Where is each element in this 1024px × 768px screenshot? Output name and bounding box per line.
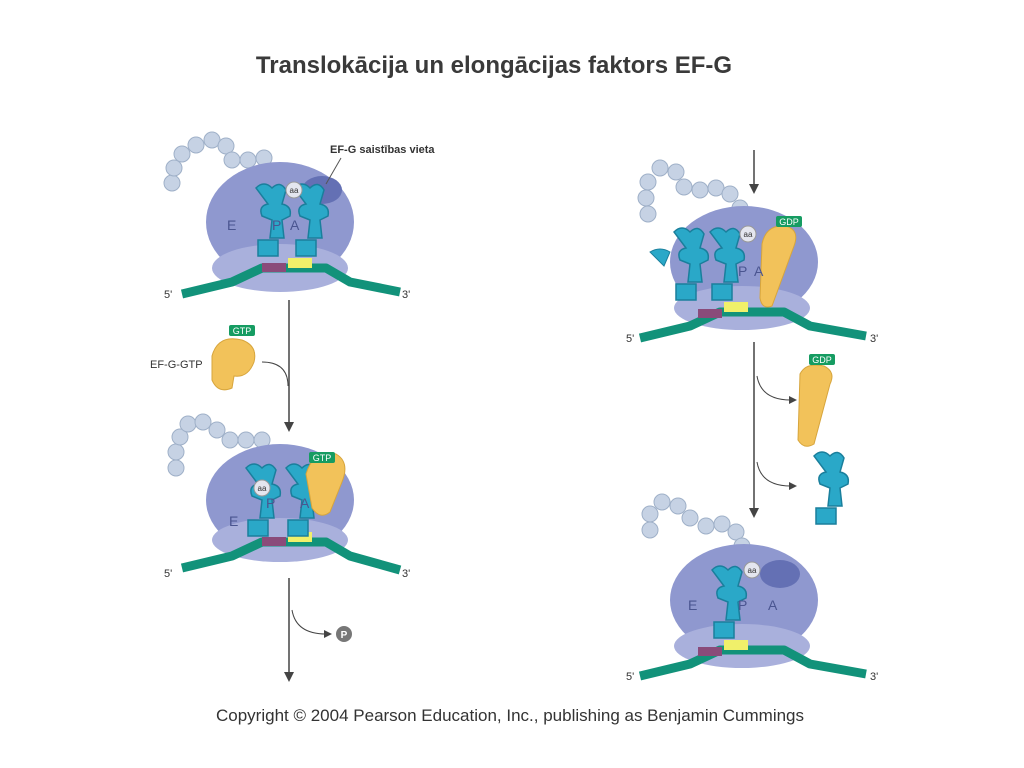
phosphate-icon xyxy=(336,626,352,642)
panel-1: aa E P A EF-G saistības vieta 5' 3' xyxy=(163,131,435,301)
site-a-label: A xyxy=(768,597,778,613)
copyright-notice: Copyright © 2004 Pearson Education, Inc.… xyxy=(216,706,805,725)
ef-g-binding-site xyxy=(760,560,800,588)
site-p-label: P xyxy=(272,217,281,233)
site-a-label: A xyxy=(290,217,300,233)
mrna-3-end-label: 3' xyxy=(870,333,878,345)
site-a-label: A xyxy=(754,263,764,279)
step-arrow-2: P xyxy=(284,578,352,682)
site-p-label: P xyxy=(738,597,747,613)
mrna-5-end-label: 5' xyxy=(164,289,172,301)
aa-label: aa xyxy=(290,186,299,195)
mrna-3-end-label: 3' xyxy=(402,568,410,580)
mrna-strand xyxy=(638,645,867,681)
released-trna xyxy=(813,451,850,525)
mrna-strand xyxy=(638,307,867,343)
page-title: Translokācija un elongācijas faktors EF-… xyxy=(255,52,733,79)
mrna-5-end-label: 5' xyxy=(626,671,634,683)
gdp-tag-label: GDP xyxy=(779,217,799,227)
binding-site-label: EF-G saistības vieta xyxy=(330,144,435,156)
site-p-label: P xyxy=(738,263,747,279)
aa-label: aa xyxy=(748,566,757,575)
ef-g-protein xyxy=(797,364,833,447)
phosphate-label: P xyxy=(341,630,348,641)
site-a-label: A xyxy=(300,495,310,511)
ef-g-protein xyxy=(759,225,797,308)
site-e-label: E xyxy=(229,513,238,529)
aa-label: aa xyxy=(258,484,267,493)
gtp-tag-label: GTP xyxy=(313,453,332,463)
panel-2: GTP aa E P A 5' 3' xyxy=(164,413,410,580)
panel-4: aa E P A 5' 3' xyxy=(626,493,878,683)
step-arrow-3: GDP xyxy=(749,342,850,525)
site-p-label: P xyxy=(266,495,275,511)
gtp-tag-label: GTP xyxy=(233,326,252,336)
site-e-label: E xyxy=(227,217,236,233)
step-arrow-1: GTP EF-G-GTP xyxy=(150,300,294,432)
ef-g-gtp-label: EF-G-GTP xyxy=(150,359,203,371)
gdp-tag-label: GDP xyxy=(812,355,832,365)
panel-3: GDP aa P A 5' 3' xyxy=(626,150,878,345)
mrna-5-end-label: 5' xyxy=(164,568,172,580)
mrna-3-end-label: 3' xyxy=(870,671,878,683)
mrna-3-end-label: 3' xyxy=(402,289,410,301)
ef-g-protein xyxy=(211,338,256,391)
aa-label: aa xyxy=(744,230,753,239)
mrna-5-end-label: 5' xyxy=(626,333,634,345)
site-e-label: E xyxy=(688,597,697,613)
